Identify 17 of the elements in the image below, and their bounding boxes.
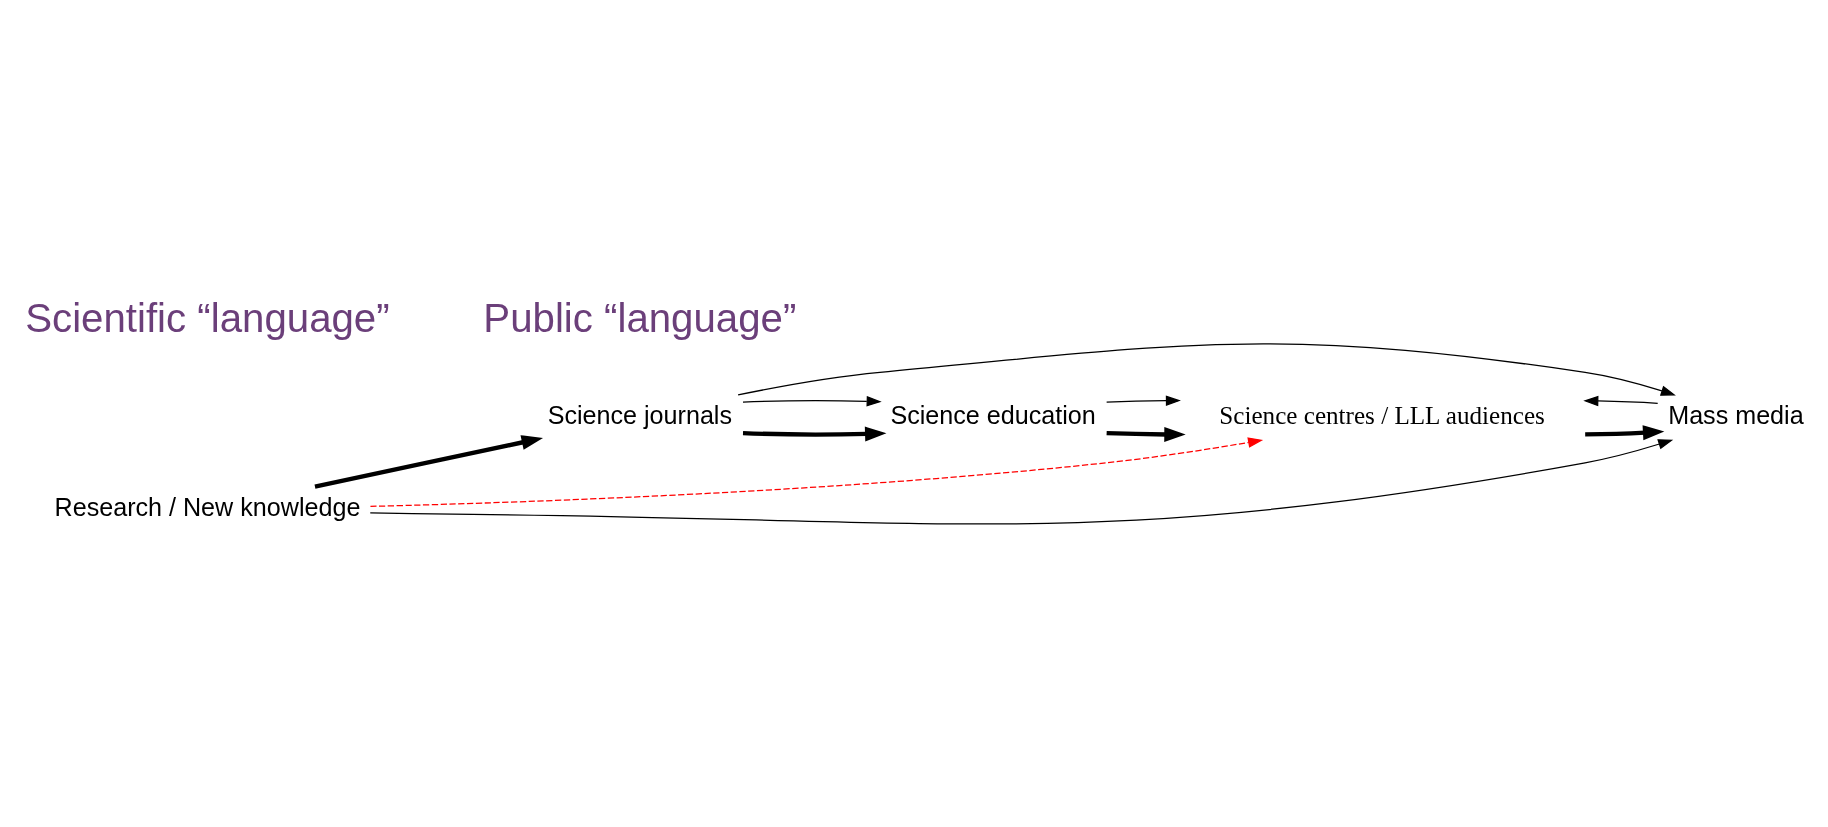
arrow (1106, 426, 1186, 442)
arrow (314, 435, 543, 489)
arrow (1584, 425, 1664, 441)
node-text: Mass media (1667, 400, 1804, 429)
arrow (737, 343, 1676, 396)
node-text: Science journals (547, 400, 732, 429)
node-text: Science centres / LLL audiences (1218, 401, 1545, 429)
arrow (742, 426, 886, 442)
arrow (1105, 395, 1181, 406)
node-text: Science education (889, 400, 1096, 429)
label: Public “language” (482, 296, 796, 342)
arrow (741, 395, 882, 407)
arrow (369, 439, 1673, 525)
node-text: Research / New knowledge (54, 492, 360, 521)
arrow (1582, 395, 1658, 407)
label: Scientific “language” (24, 296, 390, 342)
arrow (369, 437, 1263, 507)
